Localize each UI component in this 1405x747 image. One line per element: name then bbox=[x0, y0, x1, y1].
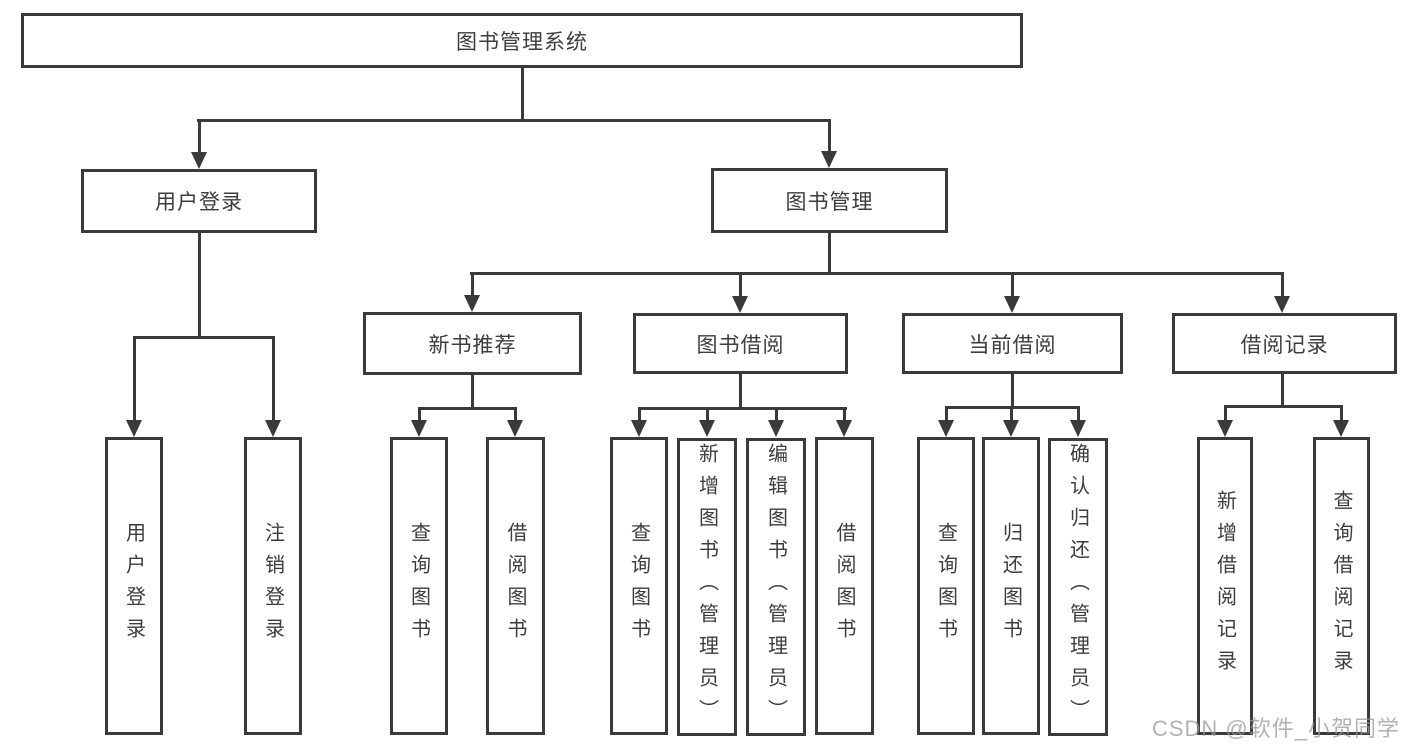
connector-br-stem bbox=[1281, 374, 1284, 408]
leaf-label: 编辑图书（管理员） bbox=[764, 443, 787, 731]
connector-bb-rail bbox=[638, 407, 847, 410]
arrowhead-down-icon bbox=[1004, 296, 1020, 313]
connector-nbr-stem bbox=[471, 375, 474, 410]
arrowhead-down-icon bbox=[821, 151, 837, 168]
leaf-label: 确认归还（管理员） bbox=[1066, 443, 1089, 731]
leaf-label: 新增借阅记录 bbox=[1213, 490, 1236, 682]
leaf-nbr-query-books: 查询图书 bbox=[390, 437, 448, 735]
arrowhead-down-icon bbox=[631, 420, 647, 437]
leaf-label: 归还图书 bbox=[999, 522, 1022, 650]
leaf-cb-confirm-return-admin: 确认归还（管理员） bbox=[1048, 438, 1108, 736]
node-book-borrowing: 图书借阅 bbox=[633, 313, 848, 374]
connector-arrow-shaft bbox=[272, 336, 275, 421]
node-root-library-system: 图书管理系统 bbox=[21, 13, 1023, 68]
leaf-nbr-borrow-books: 借阅图书 bbox=[486, 437, 545, 735]
connector-arrow-shaft bbox=[638, 407, 641, 422]
arrowhead-down-icon bbox=[126, 420, 142, 437]
connector-user-login-stem bbox=[198, 233, 201, 338]
connector-arrow-shaft bbox=[1340, 405, 1343, 422]
leaf-label: 注销登录 bbox=[261, 522, 284, 650]
connector-arrow-shaft bbox=[1224, 405, 1227, 422]
node-new-book-recommend: 新书推荐 bbox=[363, 312, 582, 375]
leaf-cb-return-books: 归还图书 bbox=[982, 437, 1040, 735]
connector-user-login-rail bbox=[133, 336, 274, 339]
leaf-bb-add-books-admin: 新增图书（管理员） bbox=[677, 438, 737, 736]
leaf-label: 借阅图书 bbox=[833, 522, 855, 650]
connector-arrow-shaft bbox=[418, 407, 421, 422]
leaf-label: 查询图书 bbox=[934, 522, 957, 650]
node-book-management: 图书管理 bbox=[711, 168, 948, 233]
arrowhead-down-icon bbox=[768, 420, 784, 437]
connector-arrow-shaft bbox=[1281, 272, 1284, 298]
arrowhead-down-icon bbox=[699, 420, 715, 437]
connector-arrow-shaft bbox=[775, 407, 778, 422]
node-current-borrowing: 当前借阅 bbox=[902, 313, 1123, 374]
node-user-login: 用户登录 bbox=[81, 169, 317, 233]
connector-root-rail bbox=[197, 119, 831, 122]
node-borrowing-records: 借阅记录 bbox=[1172, 313, 1397, 374]
connector-arrow-shaft bbox=[828, 119, 831, 152]
arrowhead-down-icon bbox=[1333, 420, 1349, 437]
connector-nbr-rail bbox=[418, 407, 517, 410]
connector-arrow-shaft bbox=[198, 119, 201, 153]
connector-root-stem bbox=[521, 68, 524, 119]
leaf-user-login: 用户登录 bbox=[105, 437, 163, 735]
leaf-br-query-record: 查询借阅记录 bbox=[1313, 437, 1370, 735]
arrowhead-down-icon bbox=[1274, 296, 1290, 313]
connector-book-mgmt-stem bbox=[828, 233, 831, 275]
leaf-bb-query-books: 查询图书 bbox=[610, 437, 668, 735]
leaf-label: 查询借阅记录 bbox=[1330, 490, 1352, 682]
connector-arrow-shaft bbox=[843, 407, 846, 422]
leaf-logout: 注销登录 bbox=[244, 437, 302, 735]
connector-arrow-shaft bbox=[514, 407, 517, 422]
leaf-br-add-record: 新增借阅记录 bbox=[1197, 437, 1253, 735]
connector-book-mgmt-rail bbox=[470, 272, 1284, 275]
arrowhead-down-icon bbox=[507, 420, 523, 437]
connector-br-rail bbox=[1224, 405, 1343, 408]
connector-arrow-shaft bbox=[471, 272, 474, 297]
arrowhead-down-icon bbox=[464, 295, 480, 312]
leaf-label: 查询图书 bbox=[627, 522, 650, 650]
arrowhead-down-icon bbox=[836, 420, 852, 437]
connector-arrow-shaft bbox=[1011, 272, 1014, 298]
connector-arrow-shaft bbox=[133, 336, 136, 421]
leaf-label: 用户登录 bbox=[122, 522, 145, 650]
arrowhead-down-icon bbox=[265, 420, 281, 437]
connector-arrow-shaft bbox=[945, 406, 948, 422]
leaf-label: 查询图书 bbox=[407, 522, 430, 650]
connector-arrow-shaft bbox=[1077, 406, 1080, 422]
leaf-label: 新增图书（管理员） bbox=[695, 443, 718, 731]
connector-arrow-shaft bbox=[706, 407, 709, 422]
arrowhead-down-icon bbox=[191, 152, 207, 169]
connector-bb-stem bbox=[739, 374, 742, 410]
arrowhead-down-icon bbox=[1070, 420, 1086, 437]
connector-arrow-shaft bbox=[1010, 406, 1013, 422]
csdn-watermark: CSDN @软件_小贺同学 bbox=[1151, 716, 1400, 741]
arrowhead-down-icon bbox=[938, 420, 954, 437]
leaf-bb-edit-books-admin: 编辑图书（管理员） bbox=[746, 438, 806, 736]
leaf-bb-borrow-books: 借阅图书 bbox=[815, 437, 874, 735]
connector-arrow-shaft bbox=[739, 272, 742, 298]
leaf-cb-query-books: 查询图书 bbox=[917, 437, 975, 735]
arrowhead-down-icon bbox=[411, 420, 427, 437]
arrowhead-down-icon bbox=[1217, 420, 1233, 437]
leaf-label: 借阅图书 bbox=[504, 522, 526, 650]
connector-cb-stem bbox=[1011, 374, 1014, 409]
arrowhead-down-icon bbox=[732, 296, 748, 313]
arrowhead-down-icon bbox=[1003, 420, 1019, 437]
